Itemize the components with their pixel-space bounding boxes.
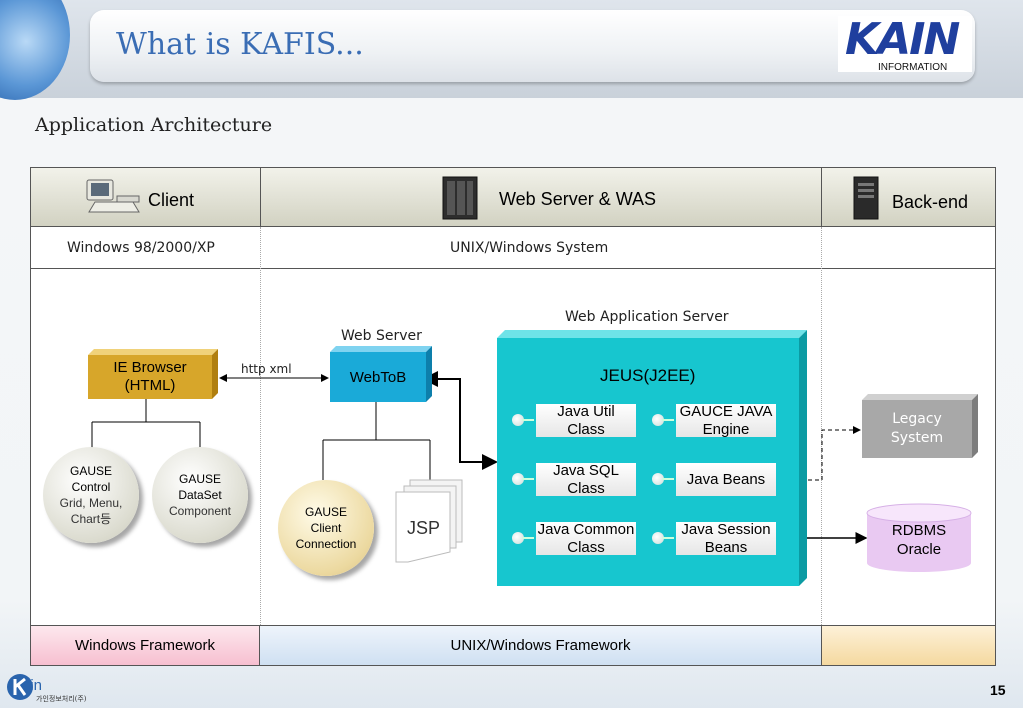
java-session-connector	[652, 532, 664, 544]
gause-client-line3: Connection	[295, 537, 357, 551]
corp-subtext: 가인정보처리(주)	[36, 695, 87, 703]
java-sql-line2: Class	[567, 479, 605, 497]
gause-dataset-line2: DataSet	[178, 488, 222, 502]
ie-browser-box: IE Browser (HTML)	[88, 349, 218, 399]
web-header-label: Web Server & WAS	[499, 189, 657, 209]
gause-client-line1: GAUSE	[304, 505, 347, 519]
rdbms-label: RDBMS Oracle	[866, 518, 972, 562]
gause-control-line4: Chart등	[70, 512, 112, 526]
rdbms-line1: RDBMS	[891, 522, 947, 539]
kain-logo	[838, 16, 972, 72]
webtob-label: WebToB	[349, 368, 407, 386]
jeus-label: JEUS(J2EE)	[600, 366, 696, 385]
corp-logo-icon	[7, 674, 33, 700]
legacy-system-shape	[862, 394, 978, 458]
java-common-box: Java Common Class	[536, 520, 636, 556]
client-system-label: Windows 98/2000/XP	[67, 240, 215, 256]
gauce-engine-line1: GAUCE JAVA	[679, 402, 773, 420]
java-util-line1: Java Util	[557, 402, 615, 420]
backend-framework	[822, 626, 995, 665]
java-util-line2: Class	[567, 420, 605, 438]
backend-header-label: Back-end	[892, 192, 969, 212]
java-session-line2: Beans	[704, 538, 748, 556]
jsp-label: JSP	[407, 518, 441, 538]
ie-browser-line1: IE Browser	[113, 359, 187, 376]
java-beans-stub	[662, 478, 674, 480]
client-column-header: Client	[31, 168, 261, 226]
gauce-engine-stub	[662, 419, 674, 421]
computer-icon	[86, 179, 140, 213]
legacy-line2: System	[890, 430, 944, 446]
java-session-box: Java Session Beans	[676, 520, 776, 556]
ie-browser-line2: (HTML)	[124, 377, 176, 394]
framework-divider	[31, 625, 995, 626]
gause-control-line2: Control	[71, 480, 111, 494]
gauce-engine-line2: Engine	[702, 420, 750, 438]
backend-column-header: Back-end	[822, 168, 995, 226]
kain-logo-mark: KAIN	[845, 14, 960, 65]
gause-control-line3: Grid, Menu,	[59, 496, 123, 510]
client-header-label: Client	[148, 190, 195, 210]
legacy-system-box: Legacy System	[862, 394, 978, 458]
legacy-line1: Legacy	[892, 411, 942, 427]
gauce-engine-box: GAUCE JAVA Engine	[676, 402, 776, 438]
ie-browser-shape	[88, 349, 218, 399]
gause-client-circle: GAUSE Client Connection	[278, 480, 374, 576]
java-util-box: Java Util Class	[536, 402, 636, 438]
java-common-connector	[512, 532, 524, 544]
page-number: 15	[990, 682, 1006, 698]
http-xml-label: http xml	[241, 362, 292, 376]
gause-control-line1: GAUSE	[69, 464, 112, 478]
web-system-label: UNIX/Windows System	[450, 240, 609, 256]
web-column-header: Web Server & WAS	[261, 168, 822, 226]
java-common-line1: Java Common	[537, 520, 635, 538]
java-common-line2: Class	[567, 538, 605, 556]
section-subtitle: Application Architecture	[35, 114, 273, 136]
webtob-box: WebToB	[330, 346, 432, 402]
java-util-connector	[512, 414, 524, 426]
webtob-shape	[330, 346, 432, 402]
gause-dataset-circle: GAUSE DataSet Component	[152, 447, 248, 543]
gauce-engine-connector	[652, 414, 664, 426]
backend-server-icon	[853, 176, 879, 220]
java-sql-stub	[522, 478, 534, 480]
rdbms-cylinder	[866, 503, 972, 572]
header-divider	[31, 226, 995, 227]
web-server-label: Web Server	[341, 328, 422, 344]
rdbms-line2: Oracle	[896, 541, 942, 558]
system-divider	[31, 268, 995, 269]
header-panel	[90, 10, 975, 82]
was-label: Web Application Server	[565, 309, 729, 325]
java-common-stub	[522, 537, 534, 539]
gause-control-circle: GAUSE Control Grid, Menu, Chart등	[43, 447, 139, 543]
java-session-stub	[662, 537, 674, 539]
jsp-document-icon	[395, 479, 463, 563]
java-beans-connector	[652, 473, 664, 485]
gause-dataset-line1: GAUSE	[178, 472, 221, 486]
server-tower-icon	[442, 176, 478, 220]
java-session-line1: Java Session	[681, 520, 771, 538]
java-sql-line1: Java SQL	[553, 461, 619, 479]
web-framework: UNIX/Windows Framework	[260, 626, 822, 665]
kain-logo-subtext: INFORMATION	[878, 62, 948, 73]
java-sql-box: Java SQL Class	[536, 461, 636, 497]
gause-client-line2: Client	[310, 521, 342, 535]
java-beans-box: Java Beans	[676, 463, 776, 496]
page-title: What is KAFIS...	[116, 27, 364, 62]
java-sql-connector	[512, 473, 524, 485]
client-framework: Windows Framework	[31, 626, 260, 665]
gause-dataset-line3: Component	[168, 504, 232, 518]
java-util-stub	[522, 419, 534, 421]
client-web-separator	[260, 227, 261, 625]
corp-name: ain	[22, 677, 43, 694]
